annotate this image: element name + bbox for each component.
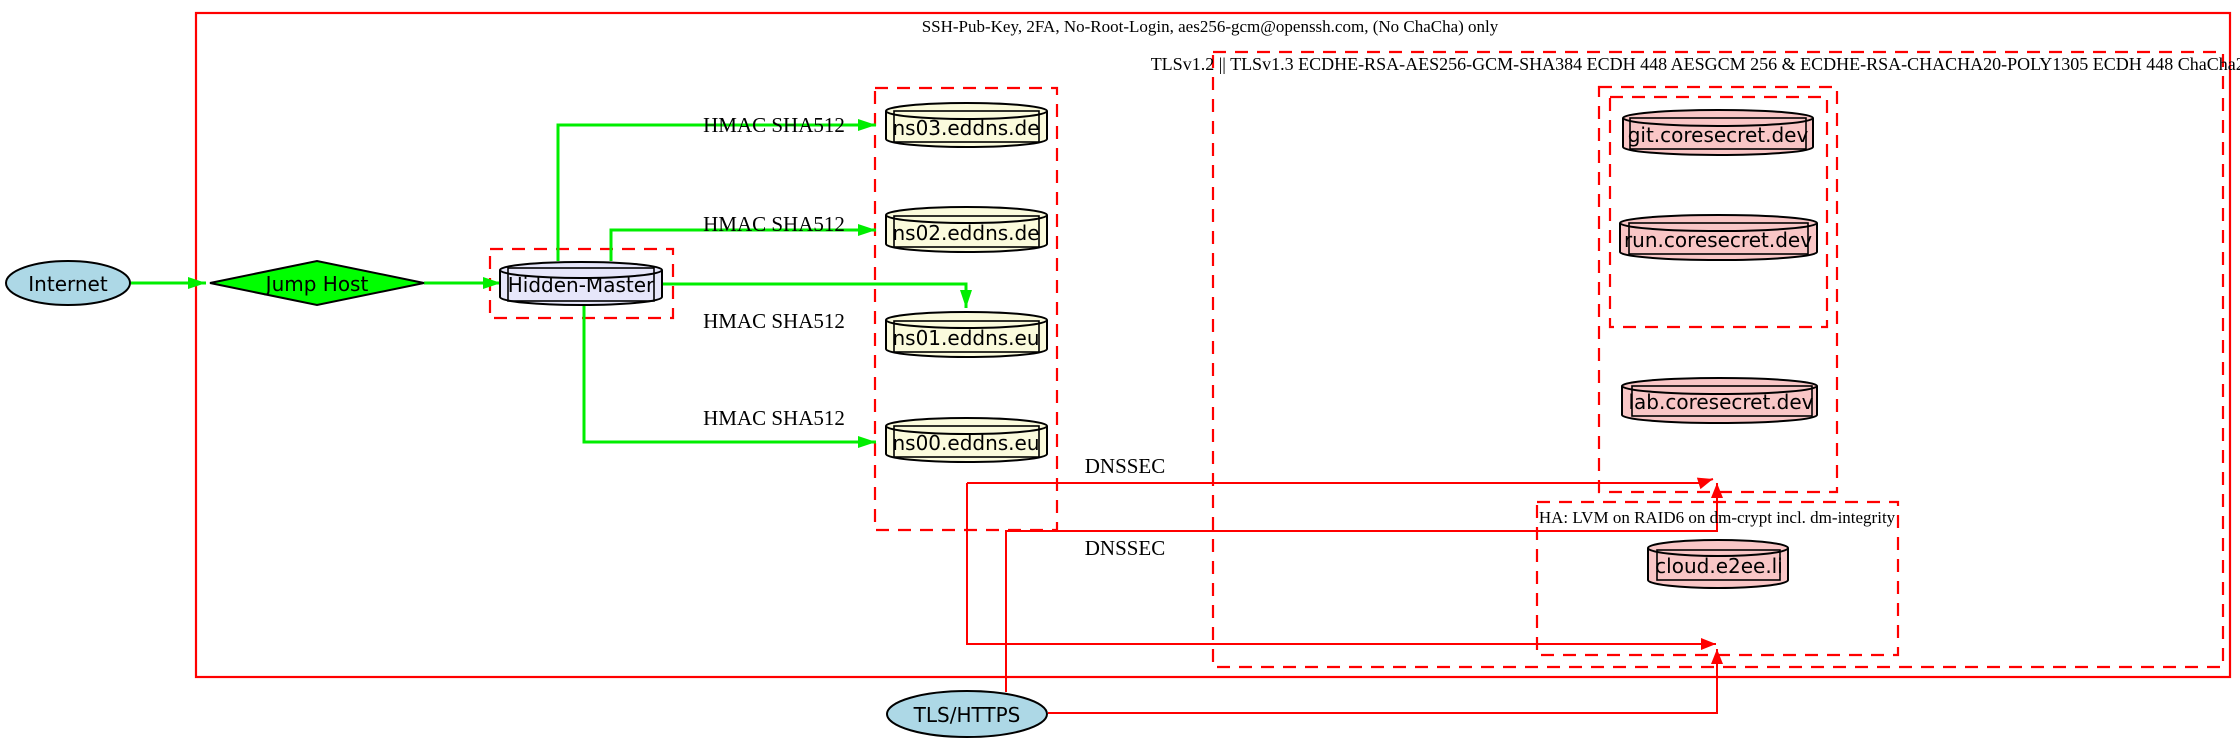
node-ns02-label-box [893, 215, 1040, 248]
cluster-coresecret-outer [1597, 85, 1839, 494]
node-ns00-label: ns00.eddns.eu [892, 431, 1039, 455]
edge-hiddenmaster-ns01 [663, 282, 972, 308]
node-ns02 [885, 206, 1048, 253]
node-cloud-label: cloud.e2ee.li [1655, 554, 1783, 578]
node-run-label: run.coresecret.dev [1624, 228, 1812, 252]
node-lab [1621, 377, 1818, 424]
node-hidden-master [499, 261, 663, 306]
node-hidden-master-label: Hidden-Master [508, 273, 655, 297]
node-ns03-label-box [893, 110, 1040, 143]
node-ns03 [885, 102, 1048, 148]
node-ns02-label: ns02.eddns.de [892, 221, 1039, 245]
node-ns00-label-box [893, 425, 1040, 458]
node-tls-https [886, 690, 1048, 738]
node-lab-label-box [1631, 385, 1813, 417]
node-run-label-box [1628, 222, 1809, 255]
edge-dnssec-ha [966, 483, 1716, 650]
edge-hiddenmaster-ns02 [609, 224, 876, 261]
node-ns03-label: ns03.eddns.de [892, 116, 1039, 140]
node-tls-https-label: TLS/HTTPS [913, 703, 1021, 727]
edge-tlshttps-ha [1048, 649, 1723, 714]
cluster-tls-label: TLSv1.2 || TLSv1.3 ECDHE-RSA-AES256-GCM-… [1151, 54, 2240, 74]
edge-dnssec-coresecret [967, 477, 1714, 490]
node-git-label-box [1629, 117, 1807, 150]
node-git [1622, 109, 1814, 156]
node-jump-host [209, 259, 425, 307]
node-ns00 [885, 417, 1048, 463]
edge-label-hmac-sha512-1: HMAC SHA512 [703, 113, 845, 137]
edge-hiddenmaster-ns00 [582, 306, 876, 448]
edge-tlshttps-coresecret [1005, 483, 1723, 692]
node-cloud-label-box [1656, 549, 1781, 581]
edge-label-dnssec-1: DNSSEC [1085, 454, 1166, 478]
edge-label-hmac-sha512-2: HMAC SHA512 [703, 212, 845, 236]
cluster-nameservers [873, 86, 1059, 532]
edge-label-dnssec-2: DNSSEC [1085, 536, 1166, 560]
node-hidden-master-label-box [507, 267, 655, 302]
edge-label-hmac-sha512-3: HMAC SHA512 [703, 309, 845, 333]
node-run-lid-icon [1619, 222, 1818, 232]
node-jump-host-label: Jump Host [264, 272, 369, 296]
node-ns01-label: ns01.eddns.eu [892, 326, 1039, 350]
edge-label-hmac-sha512-4: HMAC SHA512 [703, 406, 845, 430]
cluster-coresecret-inner [1608, 95, 1829, 329]
node-git-lid-icon [1622, 117, 1814, 127]
node-git-label: git.coresecret.dev [1628, 123, 1809, 147]
node-run [1619, 214, 1818, 261]
node-lab-label: lab.coresecret.dev [1628, 390, 1813, 414]
cluster-ha-label: HA: LVM on RAID6 on dm-crypt incl. dm-in… [1539, 508, 1896, 527]
node-internet [5, 260, 131, 306]
edge-hiddenmaster-ns03 [556, 119, 876, 261]
node-cloud [1647, 539, 1789, 589]
node-internet-label: Internet [28, 272, 108, 296]
node-ns01-label-box [893, 320, 1040, 353]
cluster-ssh-label: SSH-Pub-Key, 2FA, No-Root-Login, aes256-… [922, 17, 1499, 36]
cluster-ssh [194, 11, 2232, 679]
node-ns01 [885, 311, 1048, 358]
